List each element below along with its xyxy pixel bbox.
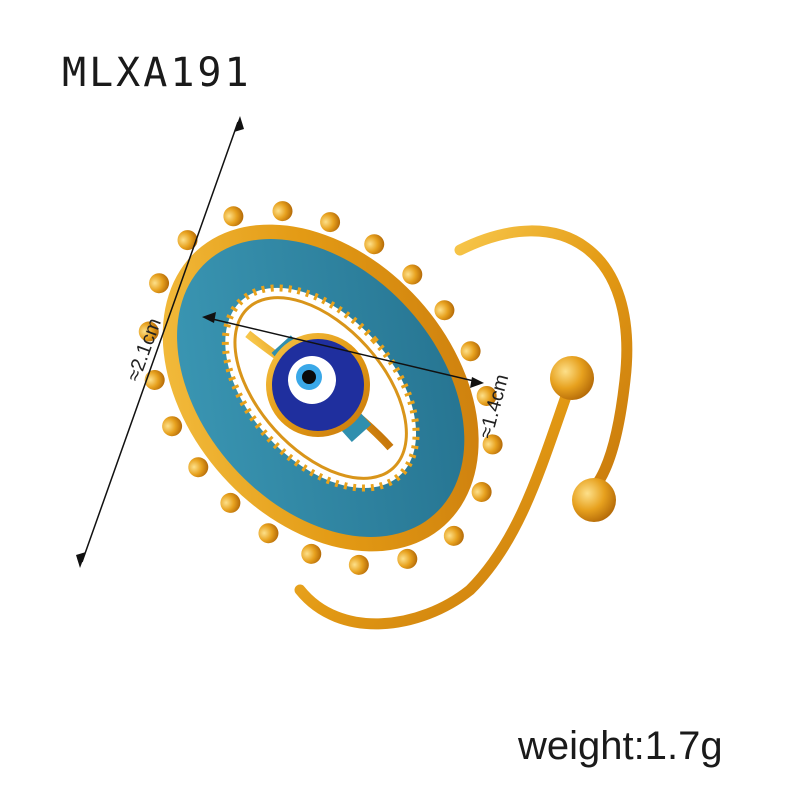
weight-label: weight:1.7g <box>518 724 723 768</box>
band-end-ball <box>572 478 616 522</box>
product-code: MLXA191 <box>62 50 252 96</box>
evil-eye-bead <box>266 333 370 437</box>
rim-beads <box>138 201 503 575</box>
band-end-ball <box>550 356 594 400</box>
ring-band <box>294 225 633 630</box>
